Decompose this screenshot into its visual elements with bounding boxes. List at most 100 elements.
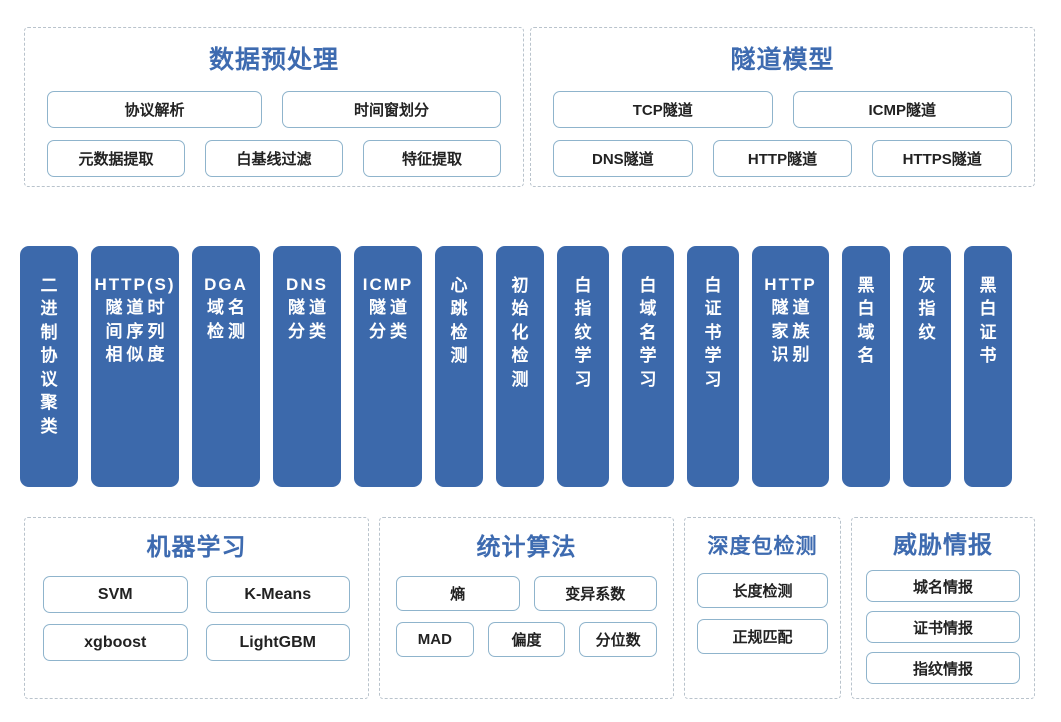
capability-column-latin-label: DNS — [286, 275, 328, 294]
capability-column-line: 黑 — [978, 274, 999, 297]
chip-svm[interactable]: SVM — [43, 576, 188, 613]
capability-column-char: 协 — [40, 346, 58, 366]
capability-column-char: 白 — [979, 299, 997, 319]
chip-row: 指纹情报 — [866, 652, 1020, 684]
capability-column-line: 协 — [39, 344, 60, 367]
chip-xgboost[interactable]: xgboost — [43, 624, 188, 661]
capability-column-char: 黑 — [857, 276, 875, 295]
capability-column-char: 类 — [390, 321, 407, 341]
capability-column-1[interactable]: HTTP(S) 隧道时间序列相似度 — [91, 246, 179, 487]
chip-http-tunnel[interactable]: HTTP隧道 — [712, 140, 853, 177]
capability-column-char: 测 — [450, 346, 468, 366]
chip-metadata-extract[interactable]: 元数据提取 — [47, 140, 185, 177]
panel-threat-intelligence: 威胁情报 城名情报 证书情报 指纹情报 — [851, 517, 1035, 699]
capability-column-char: 隧 — [288, 298, 305, 318]
capability-column-line: 名 — [638, 321, 659, 344]
chip-coefficient-variation[interactable]: 变异系数 — [533, 576, 657, 611]
panel-statistical-algorithms: 统计算法 熵 变异系数 MAD 偏度 分位数 — [379, 517, 674, 699]
capability-column-char: 习 — [639, 369, 657, 389]
panel-title-deep-packet-inspection: 深度包检测 — [707, 535, 818, 558]
capability-column-char: 分 — [369, 321, 386, 341]
capability-column-char: 家 — [771, 321, 789, 341]
chip-row: 城名情报 — [866, 570, 1020, 602]
capability-column-line: 始 — [510, 297, 531, 320]
chip-row: 长度检测 — [697, 573, 828, 608]
capability-column-char: 隧 — [771, 298, 789, 318]
capability-column-content: 黑白证书 — [978, 274, 999, 487]
capability-column-line: 学 — [638, 344, 659, 367]
chip-whitebaseline-filter[interactable]: 白基线过滤 — [205, 140, 343, 177]
capability-column-11[interactable]: 黑白域名 — [842, 246, 890, 487]
capability-column-10[interactable]: HTTP 隧道家族识别 — [752, 246, 829, 487]
capability-column-3[interactable]: DNS 隧道分类 — [273, 246, 341, 487]
chip-mad[interactable]: MAD — [396, 622, 474, 657]
chip-lightgbm[interactable]: LightGBM — [205, 624, 350, 661]
chip-group-preprocess: 协议解析 时间窗划分 元数据提取 白基线过滤 特征提取 — [47, 91, 501, 189]
chip-feature-extract[interactable]: 特征提取 — [363, 140, 501, 177]
capability-column-9[interactable]: 白证书学习 — [687, 246, 739, 487]
panel-machine-learning: 机器学习 SVM K-Means xgboost LightGBM — [24, 517, 369, 699]
chip-regex-match[interactable]: 正规匹配 — [697, 619, 828, 654]
capability-column-char: 指 — [574, 299, 592, 319]
capability-column-char: 检 — [450, 322, 468, 342]
capability-column-line: 证 — [703, 297, 724, 320]
chip-dns-tunnel[interactable]: DNS隧道 — [553, 140, 693, 177]
capability-column-line: 检 — [510, 344, 531, 367]
chip-https-tunnel[interactable]: HTTPS隧道 — [872, 140, 1013, 177]
capability-column-line: 域 — [638, 297, 659, 320]
capability-column-char: 制 — [40, 322, 58, 342]
chip-time-window[interactable]: 时间窗划分 — [282, 91, 501, 128]
capability-column-cjk-label: 隧道家族识别 — [769, 296, 811, 366]
chip-entropy[interactable]: 熵 — [396, 576, 520, 611]
chip-fingerprint-intel[interactable]: 指纹情报 — [866, 652, 1020, 684]
capability-column-char: 进 — [40, 299, 58, 319]
capability-column-content: HTTP 隧道家族识别 — [764, 274, 816, 487]
chip-protocol-parse[interactable]: 协议解析 — [47, 91, 262, 128]
capability-column-char: 化 — [511, 322, 529, 342]
capability-column-8[interactable]: 白域名学习 — [622, 246, 674, 487]
chip-row: DNS隧道 HTTP隧道 HTTPS隧道 — [553, 140, 1013, 177]
chip-skewness[interactable]: 偏度 — [487, 622, 566, 657]
chip-icmp-tunnel[interactable]: ICMP隧道 — [792, 91, 1012, 128]
capability-column-content: 白域名学习 — [638, 274, 659, 487]
capability-column-13[interactable]: 黑白证书 — [964, 246, 1012, 487]
capability-column-12[interactable]: 灰指纹 — [903, 246, 951, 487]
capability-column-latin-label: HTTP(S) — [94, 275, 176, 294]
capability-column-char: 名 — [228, 298, 245, 318]
capability-column-char: 道 — [126, 298, 144, 318]
capability-column-char: 白 — [857, 299, 875, 319]
chip-tcp-tunnel[interactable]: TCP隧道 — [553, 91, 773, 128]
chip-domain-intel[interactable]: 城名情报 — [866, 570, 1020, 602]
capability-column-cjk-label: 隧道分类 — [286, 296, 328, 343]
capability-column-char: 域 — [207, 298, 224, 318]
capability-column-char: 隧 — [369, 298, 386, 318]
panel-title-tunnel-model: 隧道模型 — [730, 46, 835, 74]
capability-column-latin-label: HTTP — [764, 275, 817, 294]
capability-column-6[interactable]: 初始化检测 — [496, 246, 544, 487]
capability-column-cjk-label: 隧道时间序列相似度 — [103, 296, 166, 366]
capability-column-char: 域 — [857, 322, 875, 342]
capability-column-char: 始 — [511, 299, 529, 319]
chip-kmeans[interactable]: K-Means — [205, 576, 350, 613]
capability-column-char: 聚 — [40, 393, 58, 413]
capability-column-7[interactable]: 白指纹学习 — [557, 246, 609, 487]
chip-certificate-intel[interactable]: 证书情报 — [866, 611, 1020, 643]
capability-column-line: 隧道时 — [103, 296, 166, 319]
panel-title-data-preprocessing: 数据预处理 — [208, 46, 339, 74]
capability-column-char: 白 — [574, 276, 592, 295]
chip-quantile[interactable]: 分位数 — [579, 622, 658, 657]
chip-row: TCP隧道 ICMP隧道 — [553, 91, 1012, 128]
capability-column-0[interactable]: 二进制协议聚类 — [20, 246, 78, 487]
capability-column-cjk-label: 白域名学习 — [638, 274, 659, 391]
chip-group-threat-intel: 城名情报 证书情报 指纹情报 — [866, 570, 1020, 693]
capability-column-line: 隧道 — [367, 296, 409, 319]
capability-column-line: 指 — [573, 297, 594, 320]
capability-column-line: 类 — [39, 415, 60, 438]
chip-length-detection[interactable]: 长度检测 — [697, 573, 828, 608]
capability-column-5[interactable]: 心跳检测 — [435, 246, 483, 487]
capability-column-char: 初 — [511, 276, 529, 295]
